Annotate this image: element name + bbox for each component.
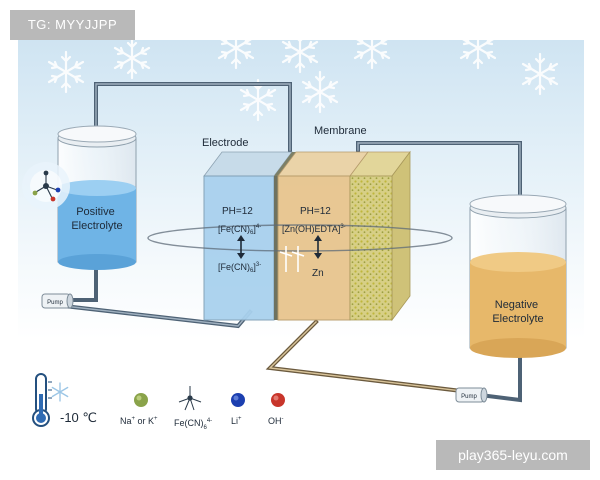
negative-electrolyte-label: Negative Electrolyte [492,299,543,325]
pump-right: Pump [455,387,488,403]
left-ph-label: PH=12 [222,206,253,217]
pump-left: Pump [41,293,74,309]
right-ph-label: PH=12 [300,206,331,217]
thermometer-icon [32,373,52,427]
watermark-bottom: play365-leyu.com [436,440,590,470]
electrode-label: Electrode [202,137,248,149]
legend-item-na-k: Na+ or K+ [120,416,158,426]
membrane-label: Membrane [314,125,367,137]
pump-right-label: Pump [461,394,477,400]
pump-left-label: Pump [47,300,63,306]
legend-item-fecn: Fe(CN)64- [174,418,212,431]
watermark-top: TG: MYYJJPP [10,10,135,40]
positive-electrolyte-tank: Positive Electrolyte [57,125,137,270]
left-reaction-arrow [237,235,245,259]
negative-electrolyte-tank: Negative Electrolyte [469,194,567,358]
snowflake-icon [51,382,69,402]
temperature-label: -10 ℃ [60,410,97,425]
left-species-bottom: [Fe(CN)6]3- [218,262,261,274]
positive-electrolyte-label: Positive Electrolyte [71,206,122,232]
circulation-ring-icon [147,224,453,272]
right-reaction-arrow [314,235,322,259]
snowflake-icon [47,26,559,122]
legend: Na+ or K+ Fe(CN)64- Li+ OH- [120,386,285,431]
legend-item-oh: OH- [268,416,284,426]
legend-item-li: Li+ [231,416,242,426]
right-species-top: [Zn(OH)EDTA]3- [282,224,346,234]
left-species-top: [Fe(CN)6]4- [218,224,261,236]
battery-stack [203,150,411,322]
molecule-icon [22,162,70,210]
pipe-network [61,82,522,403]
right-species-bottom: Zn [312,268,324,279]
